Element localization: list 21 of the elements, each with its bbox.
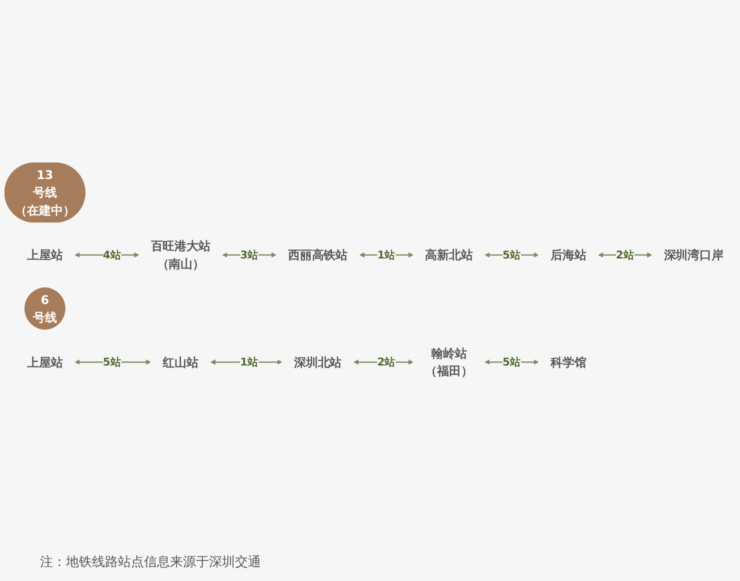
node-text: 高新北站 — [425, 248, 473, 262]
edge-label: 1站 — [240, 356, 258, 369]
node-text: 深圳湾口岸 — [664, 248, 724, 262]
edge-label: 4站 — [102, 248, 122, 262]
node-text: 上屋站 — [27, 355, 63, 370]
node-text: 后海站 — [550, 248, 586, 262]
edge-label: 1站 — [377, 248, 396, 262]
edge-label: 2站 — [616, 248, 634, 262]
node-text: 翰岭站 （福田） — [425, 346, 473, 378]
node-text: 科学馆 — [550, 355, 586, 370]
edge-label: 5站 — [102, 356, 122, 369]
node-text: 红山站 — [162, 355, 198, 370]
node-text: 深圳北站 — [294, 355, 342, 370]
node-text: 西丽高铁站 — [288, 248, 348, 262]
edge-label: 5站 — [502, 248, 521, 262]
edge-label: 2站 — [377, 356, 396, 369]
edge-label: 5站 — [502, 356, 521, 369]
edge-label: 3站 — [240, 248, 258, 262]
node-text: 百旺港大站 （南山） — [150, 239, 210, 272]
footnote: 注：地铁线路站点信息来源于深圳交通 — [40, 554, 261, 571]
node-text: 上屋站 — [27, 248, 63, 262]
